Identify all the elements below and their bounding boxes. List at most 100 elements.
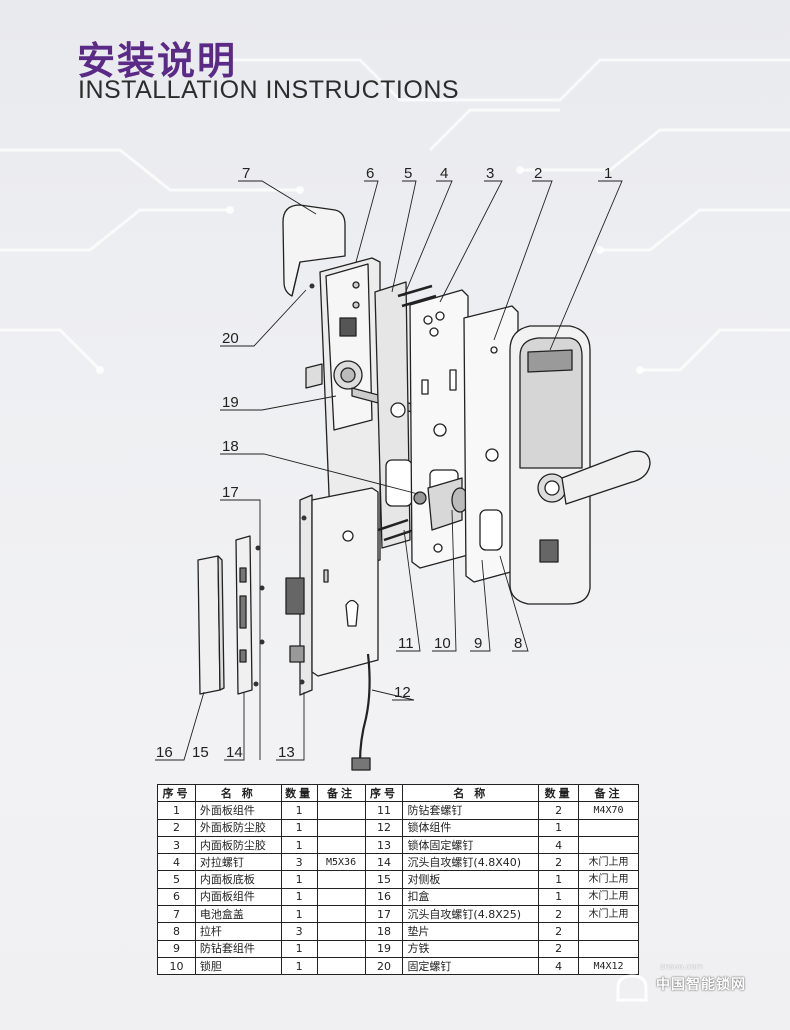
callout-7: 7 (242, 165, 250, 182)
cell: 12 (364, 818, 404, 837)
cell: 1 (280, 939, 318, 958)
cell: 外面板组件 (194, 801, 282, 820)
cell: M4X12 (578, 956, 639, 976)
callout-9: 9 (474, 635, 482, 652)
cell: 11 (364, 801, 404, 820)
cell: 木门上用 (578, 905, 639, 924)
strike-plate-part (235, 535, 253, 695)
col-header: 序号 (364, 783, 404, 803)
cell: 4 (538, 835, 580, 855)
callout-18: 18 (222, 438, 239, 455)
cell: 内面板组件 (194, 887, 282, 907)
cell (316, 870, 366, 889)
cell: 4 (157, 853, 196, 872)
cell (316, 887, 366, 907)
callout-14: 14 (226, 744, 243, 761)
page-title-cn: 安装说明 (77, 39, 238, 83)
cell: 内面板防尘胶 (194, 835, 282, 855)
cell: 外面板防尘胶 (194, 818, 282, 837)
cell: 19 (364, 939, 404, 958)
col-header: 备注 (316, 783, 366, 803)
cell: 3 (280, 853, 318, 872)
cell: 防钻套组件 (194, 939, 282, 958)
col-header: 名 称 (402, 783, 540, 803)
callout-19: 19 (222, 394, 239, 411)
table-row: 2 外面板防尘胶 1 12 锁体组件 1 (157, 818, 639, 837)
callout-13: 13 (278, 744, 295, 761)
cell: 6 (157, 887, 196, 907)
cell: 沉头自攻螺钉(4.8X25) (402, 905, 540, 924)
cell: 17 (364, 905, 404, 924)
cell: 1 (538, 818, 580, 837)
cell: 木门上用 (578, 887, 639, 907)
cell: 拉杆 (194, 922, 282, 941)
cell (578, 939, 639, 958)
cell: 1 (280, 801, 318, 820)
cell (316, 939, 366, 958)
cell (316, 905, 366, 924)
cell: 内面板底板 (194, 870, 282, 889)
callout-2: 2 (534, 165, 542, 182)
cell: 固定螺钉 (402, 956, 540, 976)
cell: 5 (157, 870, 196, 889)
cell (578, 835, 639, 855)
cell: 沉头自攻螺钉(4.8X40) (402, 853, 540, 872)
through-bolts-part (377, 284, 437, 542)
callout-16: 16 (156, 744, 173, 761)
col-header: 序号 (157, 783, 196, 803)
parts-list-table: 序号 名 称 数量 备注 序号 名 称 数量 备注 1 外面板组件 1 11 防… (157, 783, 639, 976)
cell: M5X36 (316, 853, 366, 872)
watermark-lock-icon (616, 974, 648, 1002)
cell: 16 (364, 887, 404, 907)
cell: 电池盒盖 (194, 905, 282, 924)
cell: 2 (538, 922, 580, 941)
callout-5: 5 (404, 165, 412, 182)
cell: 1 (280, 956, 318, 976)
cell (316, 818, 366, 837)
callout-6: 6 (366, 165, 374, 182)
cell: 20 (364, 956, 404, 976)
callout-11: 11 (398, 635, 414, 652)
cell: 对侧板 (402, 870, 540, 889)
table-row: 6 内面板组件 1 16 扣盒 1 木门上用 (157, 887, 639, 907)
cell: 14 (364, 853, 404, 872)
watermark-subtext: znsuo.com (660, 962, 703, 971)
cell: 1 (157, 801, 196, 820)
cell: 2 (157, 818, 196, 837)
outer-dust-gasket-part (463, 305, 519, 583)
cell: 1 (280, 887, 318, 907)
callout-20: 20 (222, 330, 239, 347)
cell: 1 (538, 870, 580, 889)
cell: 3 (280, 922, 318, 941)
table-row: 5 内面板底板 1 15 对侧板 1 木门上用 (157, 870, 639, 889)
cell: 4 (538, 956, 580, 976)
handle-lever-part (561, 450, 651, 505)
callout-10: 10 (434, 635, 451, 652)
mortise-lock-body-part (285, 487, 379, 696)
cell: 1 (280, 835, 318, 855)
cell: 防钻套螺钉 (402, 801, 540, 820)
cell (578, 922, 639, 941)
callout-1: 1 (604, 165, 612, 182)
table-row: 8 拉杆 3 18 垫片 2 (157, 922, 639, 941)
cell: 木门上用 (578, 853, 639, 872)
battery-cover-part (282, 204, 346, 297)
cable-part (358, 653, 371, 763)
cell: 2 (538, 853, 580, 872)
callout-4: 4 (440, 165, 448, 182)
cell: M4X70 (578, 801, 639, 820)
cell: 18 (364, 922, 404, 941)
cell: 1 (280, 870, 318, 889)
watermark-text: 中国智能锁网 (656, 977, 746, 993)
cell: 锁体固定螺钉 (402, 835, 540, 855)
table-row: 9 防钻套组件 1 19 方铁 2 (157, 939, 639, 958)
col-header: 数量 (280, 783, 318, 803)
lock-cylinder-part (413, 477, 469, 531)
cell: 13 (364, 835, 404, 855)
cell: 2 (538, 905, 580, 924)
cell: 10 (157, 956, 196, 976)
cell (316, 922, 366, 941)
callout-3: 3 (486, 165, 494, 182)
callout-12: 12 (394, 684, 411, 701)
cell: 1 (280, 818, 318, 837)
